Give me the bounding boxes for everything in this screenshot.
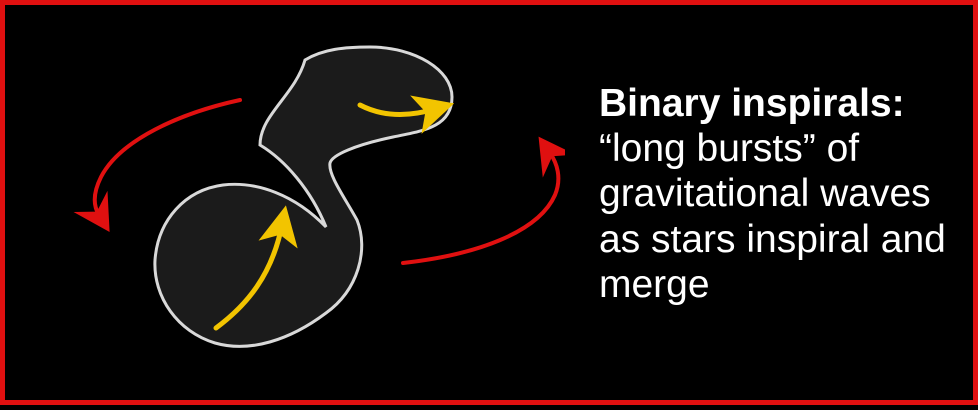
orbit-arrow-right [403,153,558,263]
caption-title: Binary inspirals: [599,81,969,126]
caption-body: “long bursts” of gravitational waves as … [599,126,969,307]
merging-stars-outline [155,47,452,346]
caption: Binary inspirals: “long bursts” of gravi… [599,81,969,307]
binary-inspiral-diagram [5,5,565,410]
